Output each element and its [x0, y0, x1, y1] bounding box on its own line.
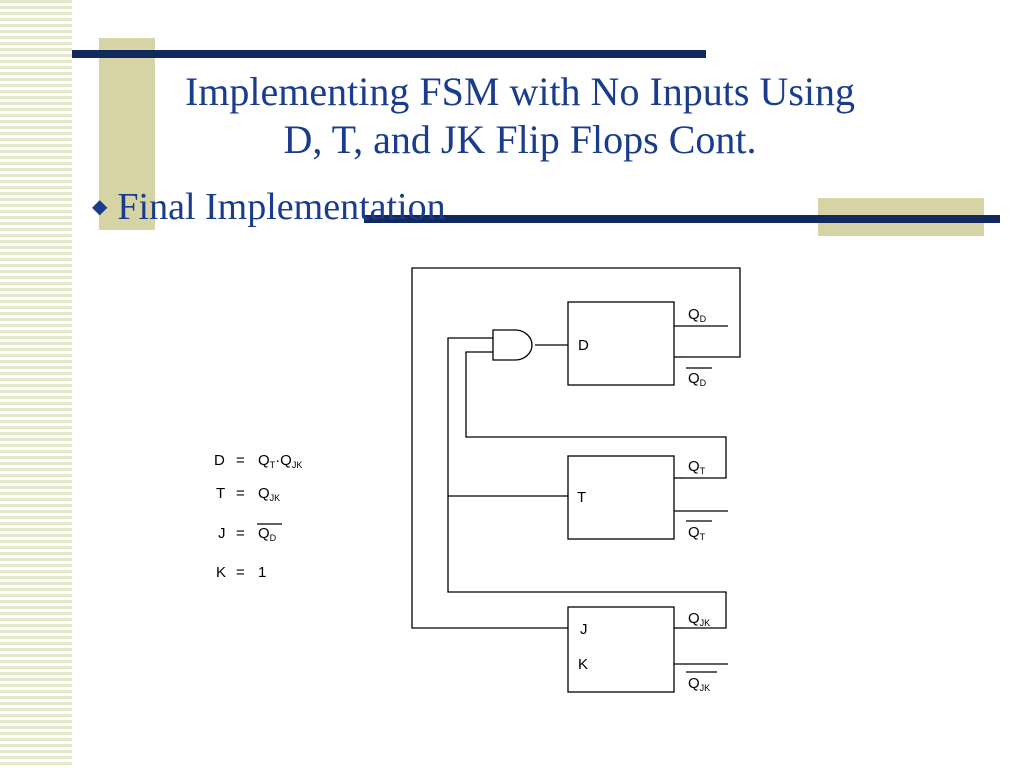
- equation-d: D=QT·QJK: [214, 452, 302, 470]
- qjk-output-label: QJK: [688, 610, 710, 628]
- bullet-item: ◆ Final Implementation: [92, 184, 446, 230]
- equation-j: J=QD: [218, 525, 277, 543]
- khaki-accent-block-top: [99, 38, 155, 230]
- slide-title-line-1: Implementing FSM with No Inputs Using: [184, 69, 856, 114]
- slide-title: Implementing FSM with No Inputs Using D,…: [110, 68, 930, 164]
- d-flipflop-input-label: D: [578, 337, 589, 354]
- navy-accent-line-top: [72, 50, 706, 58]
- wire-qd-feedback: [411, 267, 741, 629]
- jk-flipflop-box: [567, 606, 675, 693]
- qd-bar-output-label: QD: [688, 370, 707, 388]
- equation-t: T=QJK: [216, 485, 280, 503]
- and-gate: [492, 329, 533, 361]
- circuit-wires: [411, 267, 741, 693]
- equation-k: K=1: [216, 564, 266, 581]
- bullet-text: Final Implementation: [117, 186, 446, 228]
- flipflop-labels: D T J K QD QD QT QT QJK QJK: [577, 306, 717, 693]
- wire-qjk-to-t-and: [447, 337, 727, 629]
- striped-side-bar: [0, 0, 72, 768]
- jk-flipflop-k-label: K: [578, 656, 588, 673]
- diamond-bullet-icon: ◆: [92, 196, 108, 218]
- d-flipflop-box: [567, 301, 675, 386]
- slide-title-line-2: D, T, and JK Flip Flops Cont.: [283, 117, 757, 162]
- qt-bar-output-label: QT: [688, 524, 706, 542]
- jk-flipflop-j-label: J: [580, 621, 588, 638]
- equation-block: D=QT·QJK T=QJK J=QD K=1: [214, 452, 302, 581]
- qt-output-label: QT: [688, 458, 706, 476]
- qjk-bar-output-label: QJK: [688, 675, 710, 693]
- t-flipflop-box: [567, 455, 675, 540]
- wire-qt-to-and: [465, 351, 727, 479]
- t-flipflop-input-label: T: [577, 489, 586, 506]
- navy-accent-line-right: [364, 215, 1000, 223]
- qd-output-label: QD: [688, 306, 707, 324]
